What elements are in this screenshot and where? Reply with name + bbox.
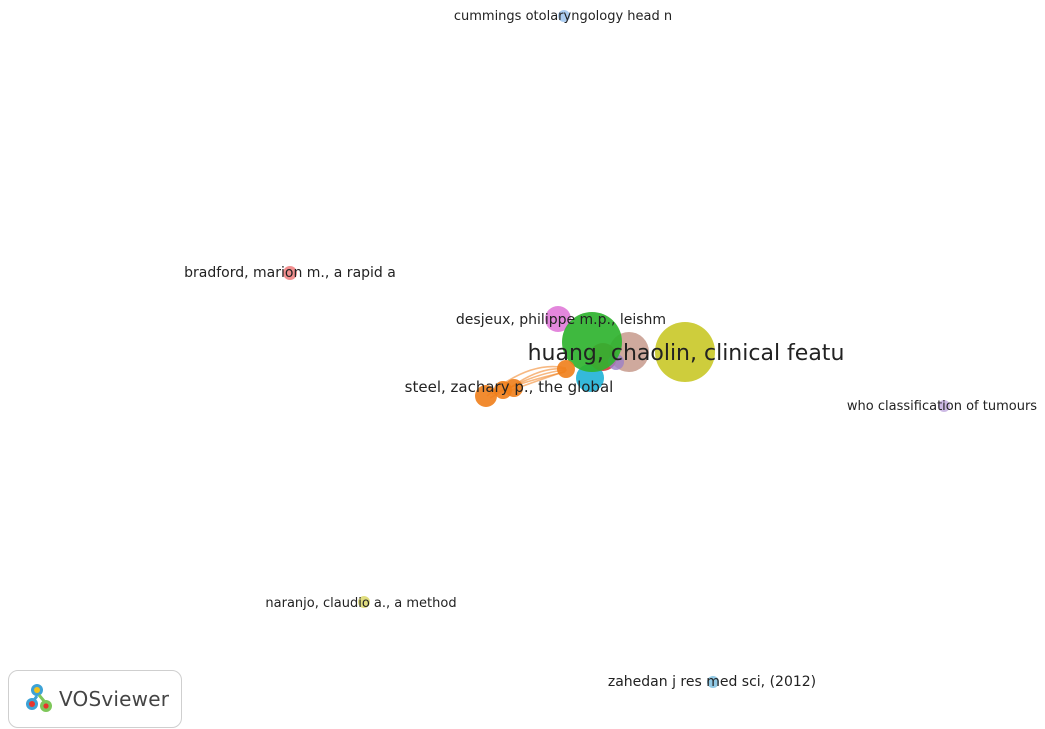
network-node[interactable] bbox=[358, 596, 370, 608]
node-label-bradford[interactable]: bradford, marion m., a rapid a bbox=[184, 265, 396, 281]
network-node[interactable] bbox=[938, 400, 950, 412]
node-label-who[interactable]: who classification of tumours bbox=[847, 399, 1037, 414]
node-label-naranjo[interactable]: naranjo, claudio a., a method bbox=[265, 596, 456, 611]
network-node[interactable] bbox=[557, 360, 575, 378]
node-label-desjeux[interactable]: desjeux, philippe m.p., leishm bbox=[456, 312, 666, 328]
node-label-steel[interactable]: steel, zachary p., the global bbox=[405, 378, 614, 396]
node-label-zahedan[interactable]: zahedan j res med sci, (2012) bbox=[608, 674, 816, 690]
network-node[interactable] bbox=[562, 312, 622, 372]
vosviewer-logo-icon bbox=[26, 684, 52, 712]
node-label-cummings[interactable]: cummings otolaryngology head n bbox=[454, 9, 672, 24]
logo-text: VOSviewer bbox=[59, 687, 170, 711]
network-node[interactable] bbox=[655, 322, 715, 382]
network-node[interactable] bbox=[545, 306, 571, 332]
network-node[interactable] bbox=[505, 379, 523, 397]
network-node[interactable] bbox=[707, 676, 719, 688]
network-node[interactable] bbox=[558, 10, 570, 22]
vosviewer-logo[interactable]: VOSviewer bbox=[8, 670, 182, 728]
network-node[interactable] bbox=[283, 266, 297, 280]
network-node[interactable] bbox=[475, 385, 497, 407]
node-label-huang[interactable]: huang, chaolin, clinical featu bbox=[528, 341, 845, 366]
